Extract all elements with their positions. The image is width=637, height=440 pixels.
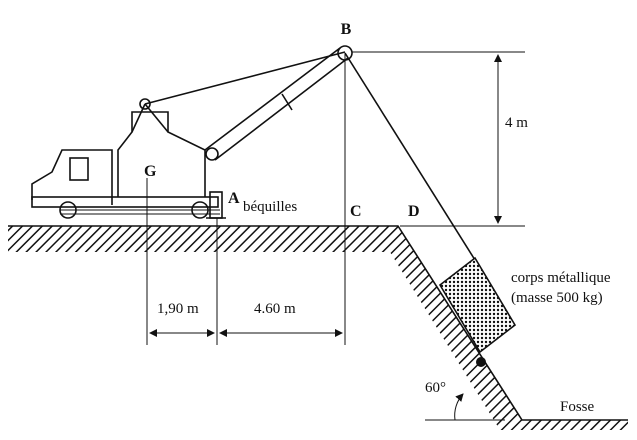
boom-top xyxy=(204,47,341,151)
boom-bottom xyxy=(214,57,349,161)
boom-pivot xyxy=(205,147,219,161)
angle-arc xyxy=(454,393,464,421)
object-contact xyxy=(476,357,486,367)
metal-block xyxy=(438,256,517,354)
label-g: G xyxy=(144,163,157,180)
metal-object xyxy=(438,256,517,367)
crane-boom xyxy=(144,45,476,261)
rear-wheel xyxy=(191,201,209,219)
reference-lines xyxy=(146,51,525,421)
truck-window xyxy=(69,157,89,181)
label-pit: Fosse xyxy=(560,399,595,415)
label-c: C xyxy=(350,203,362,220)
truck-body xyxy=(117,111,206,197)
label-bequilles: béquilles xyxy=(243,199,297,215)
ground-hatching xyxy=(8,226,628,430)
truck xyxy=(31,98,226,219)
label-height: 4 m xyxy=(505,115,528,131)
front-wheel xyxy=(59,201,77,219)
label-angle: 60° xyxy=(425,380,446,396)
label-object-name: corps métallique xyxy=(511,270,611,286)
label-d: D xyxy=(408,203,420,220)
label-dist-left: 1,90 m xyxy=(157,301,199,317)
upper-cable xyxy=(144,51,346,105)
ground-surface-line xyxy=(8,225,628,421)
label-object-mass: (masse 500 kg) xyxy=(511,290,603,306)
mast-pulley xyxy=(139,98,151,110)
dimensions xyxy=(149,54,502,337)
truck-chassis xyxy=(31,196,219,208)
label-b: B xyxy=(341,21,352,38)
ground xyxy=(8,225,628,430)
label-a: A xyxy=(228,190,240,207)
label-dist-right: 4.60 m xyxy=(254,301,296,317)
truck-cab xyxy=(31,149,113,205)
